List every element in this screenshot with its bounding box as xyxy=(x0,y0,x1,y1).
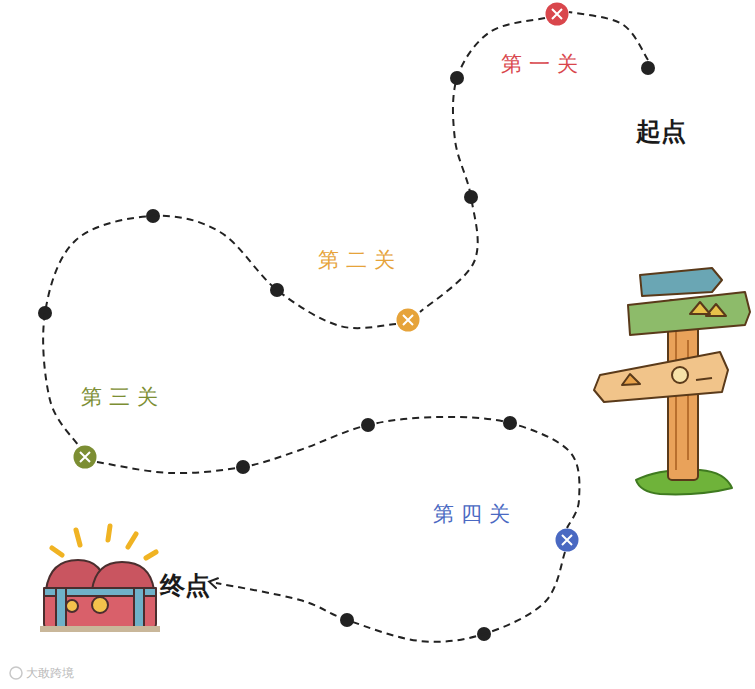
watermark: 大敢跨境 xyxy=(26,665,74,682)
signpost xyxy=(594,268,750,494)
end-node: 终点 xyxy=(156,562,216,604)
level-circle xyxy=(545,2,569,26)
level-label: 第二关 xyxy=(318,246,402,274)
start-node: 起点 xyxy=(632,60,692,150)
treasure-chest xyxy=(40,526,160,632)
start-label: 起点 xyxy=(636,115,688,148)
level-label: 第四关 xyxy=(433,500,517,528)
level-circle xyxy=(555,528,579,552)
level-label: 第三关 xyxy=(81,383,165,411)
level-marker: 第二关 xyxy=(396,308,420,332)
path-dots xyxy=(38,61,655,641)
level-circle xyxy=(396,308,420,332)
level-marker: 第一关 xyxy=(545,2,569,26)
level-circle xyxy=(73,445,97,469)
watermark-logo xyxy=(10,667,22,679)
dashed-route xyxy=(97,417,579,528)
level-label: 第一关 xyxy=(501,50,585,78)
dashed-route xyxy=(216,552,565,642)
end-label: 终点 xyxy=(160,569,212,602)
level-marker: 第三关 xyxy=(73,445,97,469)
level-marker: 第四关 xyxy=(555,528,579,552)
